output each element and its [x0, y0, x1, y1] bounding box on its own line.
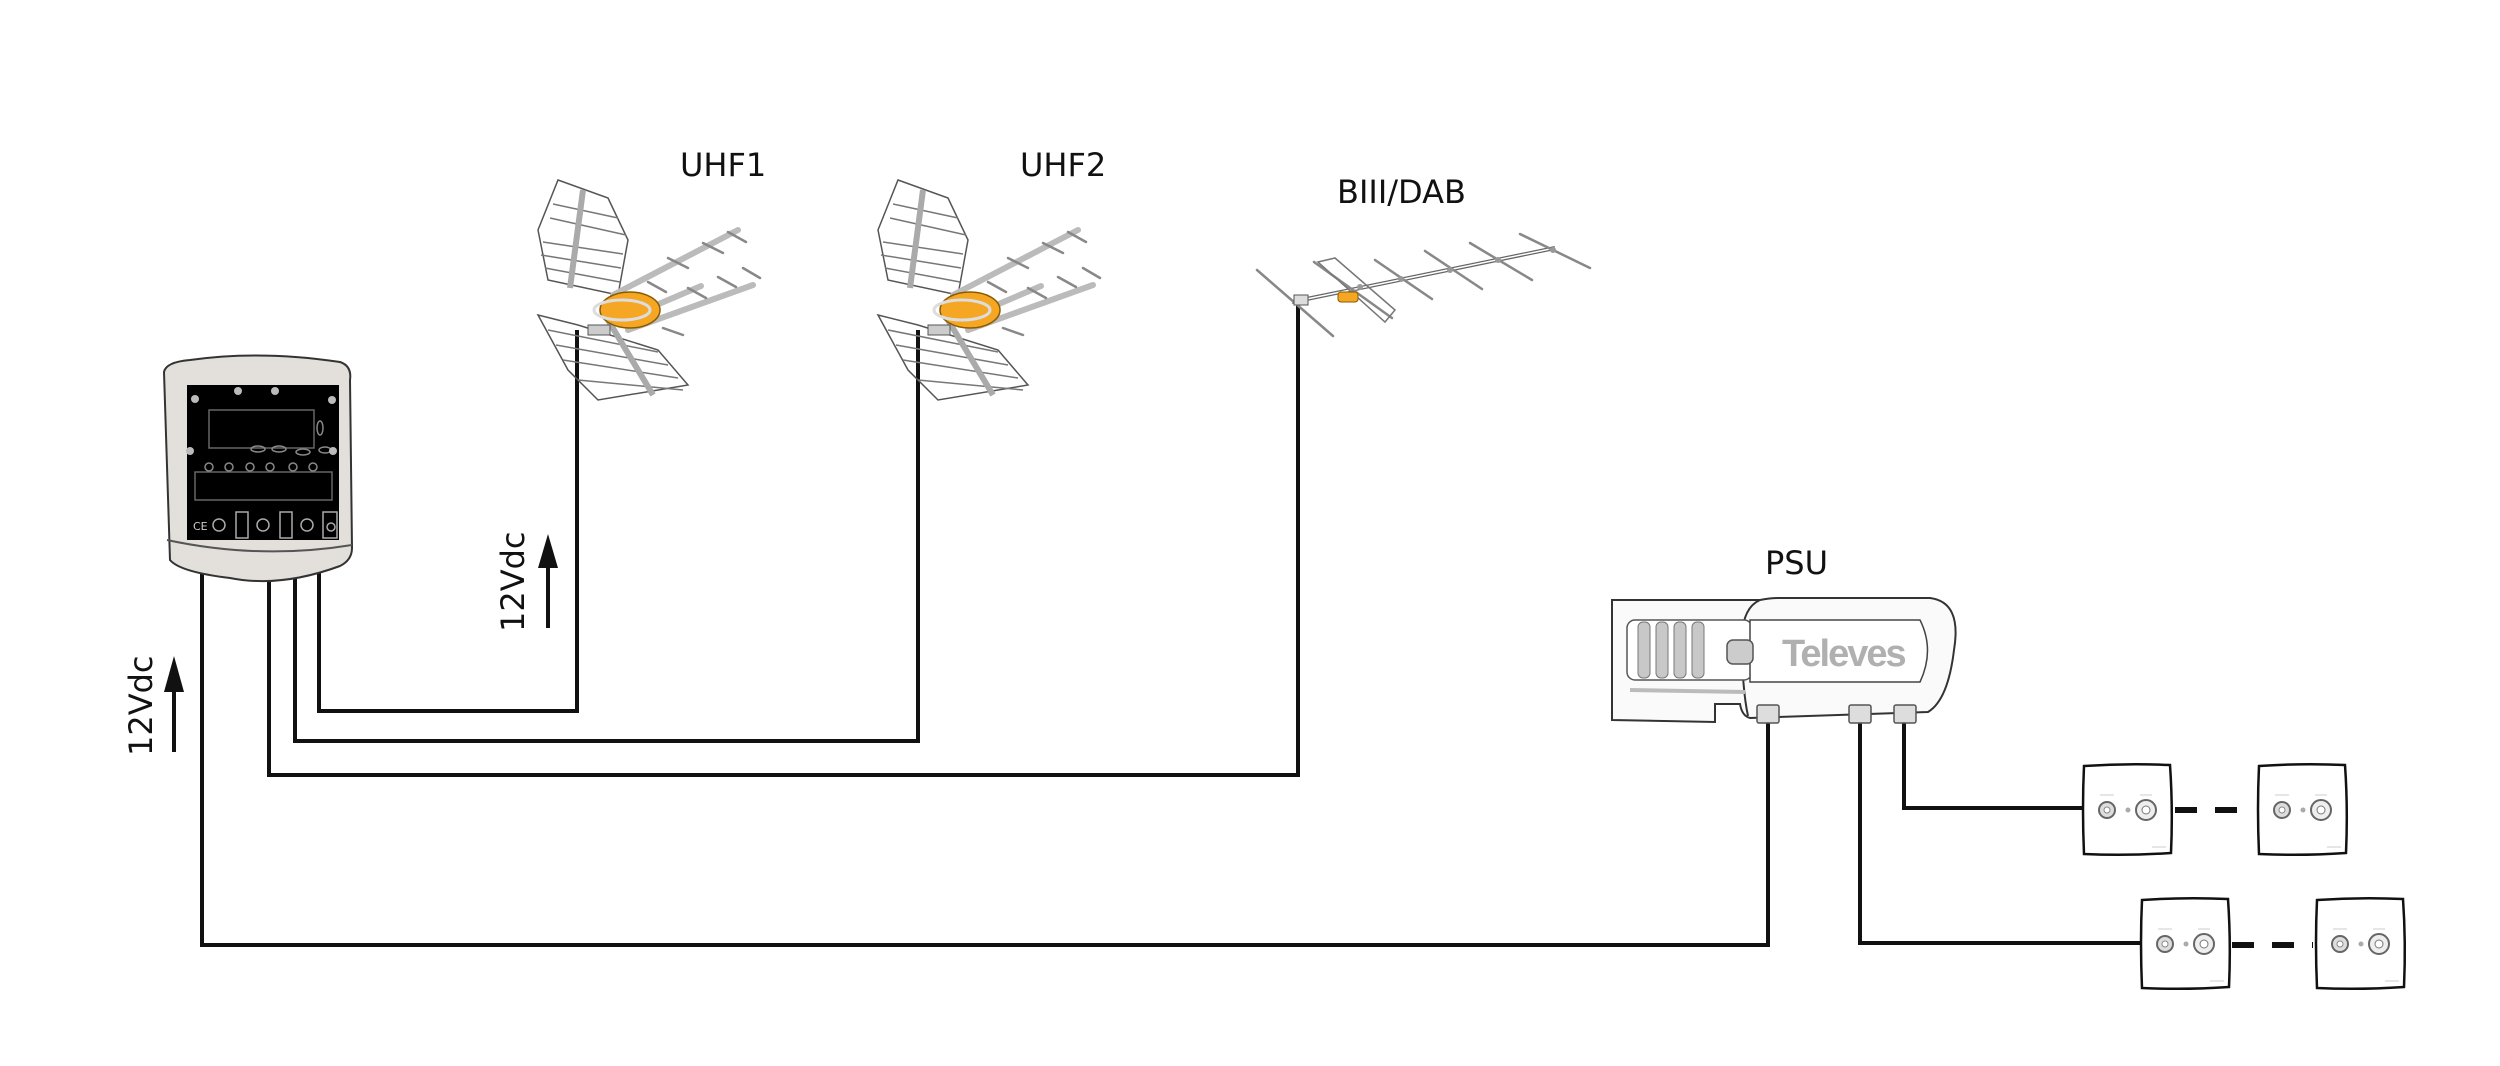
- arrow-up-icon: [538, 534, 558, 568]
- psu-brand-logo: Televes: [1782, 633, 1905, 675]
- antenna-biii-dab: BIII/DAB: [1255, 173, 1592, 338]
- wire-outlet-row2: [1858, 722, 2140, 945]
- psu: PSU Televes: [1611, 544, 1957, 724]
- yagi-antenna-icon: [1255, 232, 1592, 338]
- amplifier-display: [208, 409, 315, 449]
- antenna-uhf2: UHF2: [878, 146, 1106, 400]
- wires: [200, 305, 2313, 948]
- uhf-grid-antenna-icon: [538, 180, 760, 400]
- amplifier-terminal-strip: [194, 471, 333, 501]
- outlet-row-1: [2081, 762, 2349, 857]
- uhf-grid-antenna-icon: [878, 180, 1100, 400]
- voltage-indicator-psu: 12Vdc: [122, 655, 184, 756]
- wall-outlet-icon: [2081, 762, 2174, 857]
- psu-led-icon: [1726, 639, 1754, 665]
- voltage-indicator-uhf: 12Vdc: [494, 531, 558, 632]
- psu-front-plate: [1749, 619, 1929, 683]
- antenna-uhf1: UHF1: [538, 146, 766, 400]
- wall-outlet-icon: [2256, 762, 2349, 857]
- amplifier: CE: [162, 354, 354, 583]
- housing-seam: [166, 539, 353, 553]
- psu-trim: [1629, 688, 1746, 694]
- antenna-label-uhf2: UHF2: [1020, 146, 1106, 184]
- wire-uhf2: [293, 330, 920, 743]
- antenna-label-uhf1: UHF1: [680, 146, 766, 184]
- antenna-label-biii: BIII/DAB: [1337, 173, 1466, 211]
- wall-outlet-icon: [2139, 896, 2232, 991]
- voltage-label: 12Vdc: [494, 531, 532, 632]
- wire-outlet-row1: [1902, 722, 2082, 810]
- wire-biii: [267, 305, 1300, 777]
- voltage-label: 12Vdc: [122, 655, 160, 756]
- amplifier-controls: [204, 420, 332, 472]
- arrow-up-icon: [164, 656, 184, 692]
- ce-mark: CE: [193, 520, 208, 533]
- amplifier-screws: [186, 387, 337, 455]
- amplifier-connectors: [212, 511, 338, 539]
- amplifier-connector-bay: [187, 510, 339, 540]
- wall-outlet-icon: [2314, 896, 2407, 991]
- psu-vents: [1637, 621, 1705, 679]
- psu-f-connectors: [1756, 704, 1917, 724]
- wire-uhf1: [317, 330, 579, 713]
- wire-psu-power: [200, 570, 1770, 947]
- psu-label: PSU: [1765, 544, 1828, 582]
